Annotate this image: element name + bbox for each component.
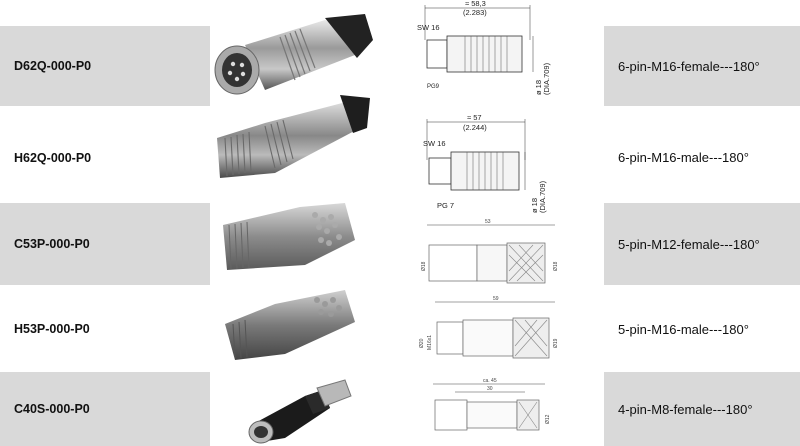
diameter-label: ø 18 — [530, 198, 539, 213]
part-description: 5-pin-M16-male---180° — [618, 321, 749, 337]
table-row: C53P-000-P0 5-pin-M12-female---180° — [0, 203, 800, 285]
part-description: 6-pin-M16-male---180° — [618, 150, 749, 165]
diameter-left-label: Ø18 — [421, 261, 427, 271]
part-description: 4-pin-M8-female---180° — [604, 372, 800, 446]
connector-male-straight-icon — [217, 95, 370, 178]
dimension-drawing: ≈ 58,3 (2.283) SW 16 PG9 ø 18 (DIA.709) — [417, 0, 551, 95]
diameter-left-label: Ø20 — [419, 338, 425, 348]
part-description: 6-pin-M16-female---180° — [604, 26, 800, 106]
part-description: 5-pin-M12-female---180° — [604, 203, 800, 285]
gland-label: PG9 — [427, 84, 440, 90]
part-number: D62Q-000-P0 — [0, 26, 210, 106]
diameter-label: ø 18 — [534, 80, 543, 95]
diameter-inch-label: (DIA.709) — [538, 180, 547, 213]
length-inch-label: (2.244) — [463, 123, 487, 132]
diameter-right-label: Ø18 — [553, 261, 559, 271]
dimension-drawing: 53 Ø18 Ø18 — [421, 219, 559, 284]
part-number: H62Q-000-P0 — [14, 150, 92, 165]
table-row: H62Q-000-P0 6-pin-M16-male---180° — [0, 115, 800, 200]
wrench-size-label: SW 16 — [423, 139, 446, 148]
inner-length-label: 30 — [487, 386, 493, 392]
diameter-right-label: Ø12 — [545, 414, 551, 424]
length-label: ≈ 58,3 — [465, 0, 486, 8]
connector-female-straight-icon — [214, 14, 373, 95]
part-number: C40S-000-P0 — [0, 372, 210, 446]
length-inch-label: (2.283) — [463, 8, 487, 17]
diameter-inch-label: (DIA.709) — [542, 62, 551, 95]
connector-male-straight-icon — [225, 290, 355, 360]
length-label: ≈ 57 — [467, 113, 482, 122]
length-label: 59 — [493, 296, 499, 302]
length-label: ca. 45 — [483, 378, 497, 384]
thread-label: M16x1 — [427, 335, 433, 350]
connector-female-straight-icon — [223, 203, 355, 270]
dimension-drawing: 59 Ø20 M16x1 Ø19 — [419, 296, 559, 359]
dimension-drawing: ca. 45 30 Ø12 — [433, 378, 551, 431]
table-row: D62Q-000-P0 6-pin-M16-female---180° — [0, 26, 800, 106]
diameter-right-label: Ø19 — [553, 338, 559, 348]
length-label: 53 — [485, 219, 491, 225]
part-number: C53P-000-P0 — [0, 203, 210, 285]
connector-female-straight-icon — [248, 379, 352, 444]
wrench-size-label: SW 16 — [417, 23, 440, 32]
table-row: H53P-000-P0 5-pin-M16-male---180° — [0, 290, 800, 368]
part-number: H53P-000-P0 — [14, 322, 90, 336]
gland-label: PG 7 — [437, 201, 454, 210]
table-row: C40S-000-P0 4-pin-M8-female---180° — [0, 372, 800, 446]
dimension-drawing: ≈ 57 (2.244) SW 16 PG 7 ø 18 (DIA.709) — [423, 113, 547, 213]
